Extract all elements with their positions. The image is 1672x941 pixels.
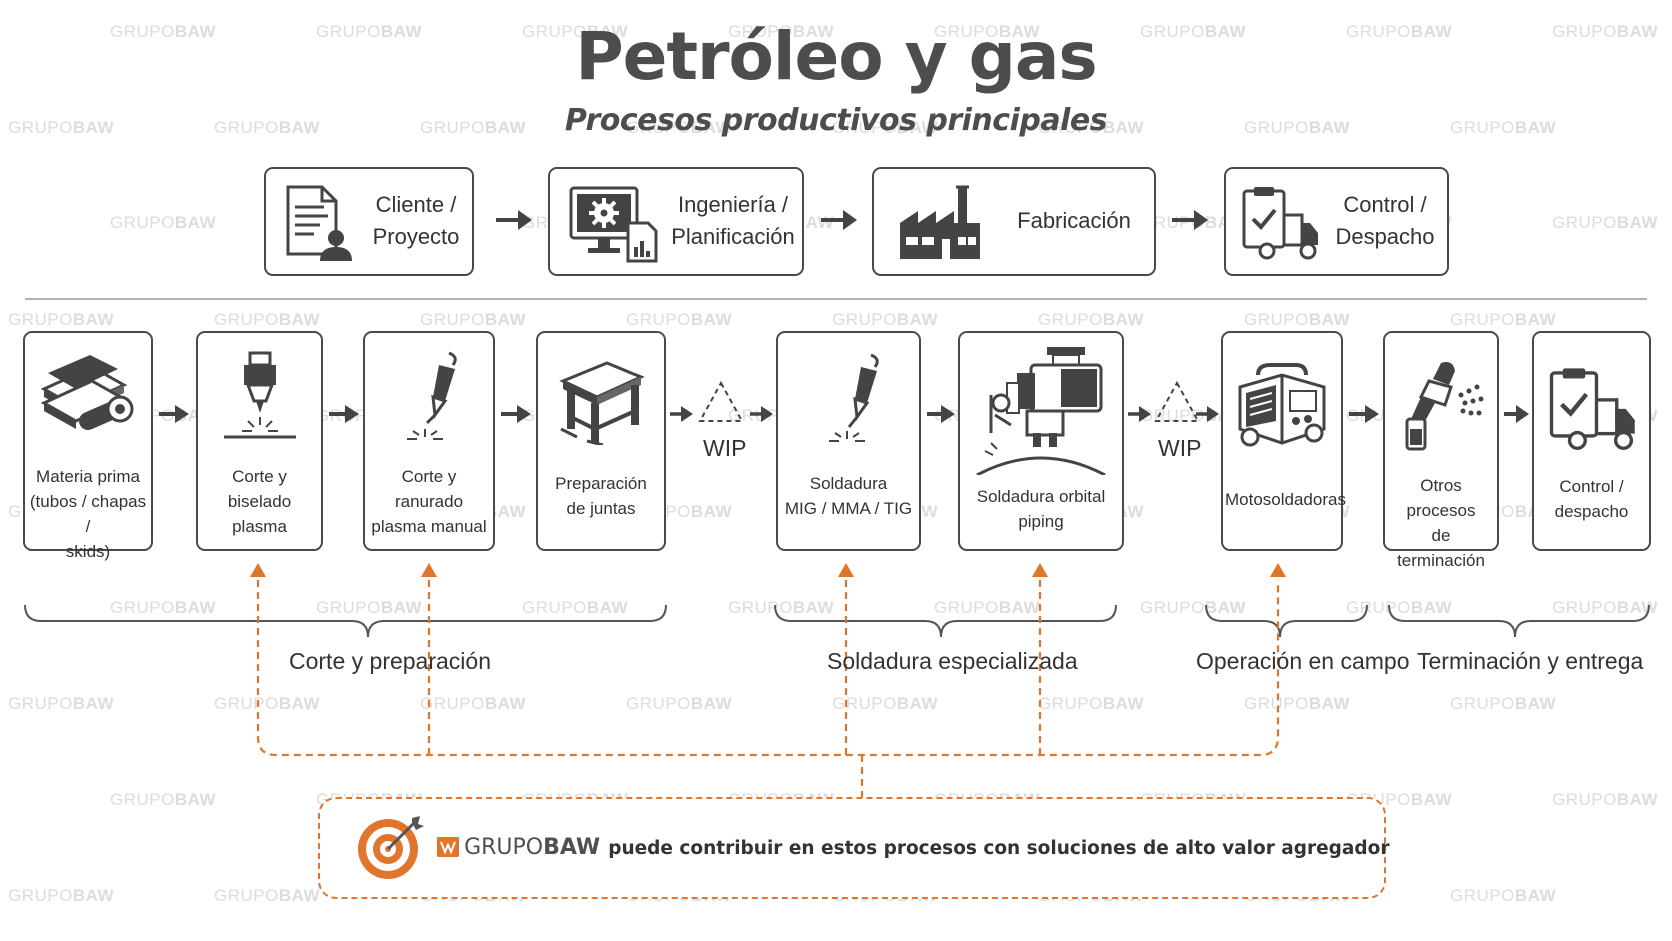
arrow-right-icon [927,405,955,423]
group-label-soldadura: Soldadura especializada [827,648,1078,674]
arrow-right-icon [501,405,531,423]
plasma-cutter-icon [223,351,296,439]
process-materia-prima: Materia prima(tubos / chapas /skids) [23,331,153,561]
group-label-campo: Operación en campo [1196,648,1410,674]
clipboard-truck-icon [1242,187,1318,260]
welding-torch-icon [828,353,879,442]
arrow-right-icon [1349,405,1379,423]
factory-icon [900,185,980,259]
target-icon [358,816,424,879]
arrowhead-up [838,563,854,577]
brand-name-part1: GRUPO [464,835,544,860]
grupobaw-logo-icon [437,837,459,857]
arrowhead-up [1270,563,1286,577]
group-label-terminacion: Terminación y entrega [1417,648,1644,674]
orbital-welder-icon [976,347,1106,475]
wip-label: WIP [703,435,747,461]
monitor-gear-icon [569,186,658,263]
top-step-ingenieria: Ingeniería /Planificación [548,167,804,276]
arrow-right-icon [159,405,189,423]
brace-terminacion [1388,604,1650,638]
wip-triangle-icon [1154,380,1200,422]
raw-material-icon [40,355,134,430]
document-user-icon [286,185,352,261]
page-title: Petróleo y gas [575,18,1097,95]
arrow-right-icon [1196,406,1219,422]
workbench-icon [559,361,645,445]
brand-name-part2: BAW [543,835,601,860]
arrow-right-icon [670,406,693,422]
arrow-right-icon [496,210,532,230]
callout-box [318,797,1386,899]
top-step-cliente: Cliente /Proyecto [264,167,474,276]
arrow-right-icon [1172,210,1208,230]
brace-soldadura [774,604,1117,638]
arrowhead-up [1032,563,1048,577]
plasma-torch-icon [407,351,457,440]
arrow-right-icon [750,406,773,422]
top-step-fabricacion: Fabricación [872,167,1156,276]
spray-gun-icon [1405,362,1484,451]
process-control-despacho: Control /despacho [1532,331,1651,551]
engine-welder-icon [1238,363,1326,447]
callout-message: puede contribuir en estos procesos con s… [608,838,1390,859]
dashed-bus-line [256,580,1280,757]
arrow-right-icon [821,210,857,230]
process-motosoldadoras: Motosoldadoras [1221,331,1346,551]
wip-triangle-icon [698,380,744,422]
brace-campo [1205,604,1368,638]
brace-corte [24,604,667,638]
clipboard-truck-icon [1549,368,1635,450]
top-step-control: Control /Despacho [1224,167,1449,276]
page-subtitle: Procesos productivos principales [564,103,1108,138]
arrow-right-icon [1504,405,1529,423]
group-label-corte: Corte y preparación [289,648,491,674]
arrow-right-icon [1128,406,1151,422]
arrowhead-up [421,563,437,577]
brand-message: GRUPOBAW puede contribuir en estos proces… [437,835,1389,860]
arrowhead-up [250,563,266,577]
wip-label: WIP [1158,435,1202,461]
arrow-right-icon [329,405,359,423]
